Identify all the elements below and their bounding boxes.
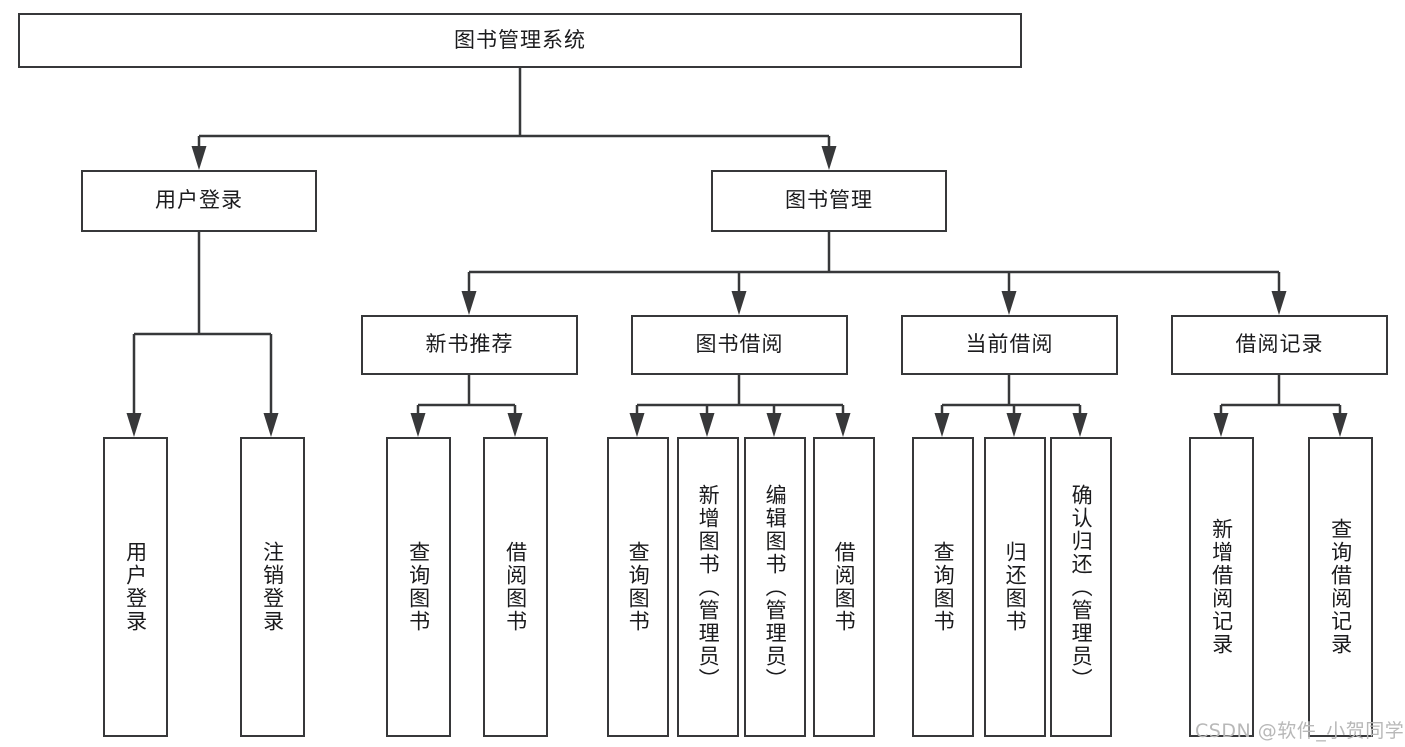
node-level3-3[interactable]: 借阅记录: [1171, 315, 1388, 375]
node-leaf-7[interactable]: 借阅图书: [813, 437, 875, 737]
node-leaf-2[interactable]: 查询图书: [386, 437, 451, 737]
arrowhead-group-0-0: [410, 413, 426, 437]
arrowhead-group-2-0: [934, 413, 950, 437]
node-root[interactable]: 图书管理系统: [18, 13, 1022, 68]
arrowhead-group-3-1: [1332, 413, 1348, 437]
node-level3-1[interactable]: 图书借阅: [631, 315, 848, 375]
watermark: CSDN @软件_小贺同学: [1195, 720, 1405, 742]
arrowhead-books-1: [731, 291, 747, 315]
node-leaf-11[interactable]: 新增借阅记录: [1189, 437, 1254, 737]
node-level2-0[interactable]: 用户登录: [81, 170, 317, 232]
arrowhead-group-0-1: [507, 413, 523, 437]
level3-label: 借阅记录: [1235, 332, 1324, 357]
node-leaf-6[interactable]: 编辑图书（管理员）: [744, 437, 806, 737]
level3-label: 新书推荐: [425, 332, 514, 357]
leaf-label: 查询图书: [626, 541, 651, 633]
leaf-label: 查询图书: [406, 541, 431, 633]
arrowhead-group-2-1: [1006, 413, 1022, 437]
arrowhead-books-0: [461, 291, 477, 315]
node-leaf-8[interactable]: 查询图书: [912, 437, 974, 737]
arrowhead-books-2: [1001, 291, 1017, 315]
level3-label: 当前借阅: [965, 332, 1054, 357]
root-label: 图书管理系统: [454, 27, 586, 52]
leaf-label: 新增借阅记录: [1209, 518, 1234, 656]
node-leaf-10[interactable]: 确认归还（管理员）: [1050, 437, 1112, 737]
arrowhead-group-1-1: [699, 413, 715, 437]
leaf-label: 归还图书: [1003, 541, 1028, 633]
leaf-label: 新增图书（管理员）: [696, 483, 721, 691]
node-level3-2[interactable]: 当前借阅: [901, 315, 1118, 375]
arrowhead-books-3: [1271, 291, 1287, 315]
arrowhead-login-1: [263, 413, 279, 437]
arrowhead-group-3-0: [1213, 413, 1229, 437]
leaf-label: 用户登录: [123, 541, 148, 633]
arrowhead-root-0: [191, 146, 207, 170]
arrowhead-group-1-0: [629, 413, 645, 437]
leaf-label: 注销登录: [260, 541, 285, 633]
node-leaf-1[interactable]: 注销登录: [240, 437, 305, 737]
node-leaf-12[interactable]: 查询借阅记录: [1308, 437, 1373, 737]
level2-label: 图书管理: [785, 188, 873, 213]
leaf-label: 查询图书: [931, 541, 956, 633]
arrowhead-group-2-2: [1072, 413, 1088, 437]
node-leaf-0[interactable]: 用户登录: [103, 437, 168, 737]
node-leaf-5[interactable]: 新增图书（管理员）: [677, 437, 739, 737]
leaf-label: 查询借阅记录: [1328, 518, 1353, 656]
arrowhead-login-0: [126, 413, 142, 437]
node-leaf-3[interactable]: 借阅图书: [483, 437, 548, 737]
level3-label: 图书借阅: [695, 332, 784, 357]
node-level2-1[interactable]: 图书管理: [711, 170, 947, 232]
node-level3-0[interactable]: 新书推荐: [361, 315, 578, 375]
leaf-label: 编辑图书（管理员）: [763, 483, 788, 691]
leaf-label: 借阅图书: [832, 541, 857, 633]
level2-label: 用户登录: [155, 188, 243, 213]
arrowhead-root-1: [821, 146, 837, 170]
leaf-label: 借阅图书: [503, 541, 528, 633]
leaf-label: 确认归还（管理员）: [1069, 483, 1094, 691]
node-leaf-9[interactable]: 归还图书: [984, 437, 1046, 737]
arrowhead-group-1-3: [835, 413, 851, 437]
node-leaf-4[interactable]: 查询图书: [607, 437, 669, 737]
arrowhead-group-1-2: [766, 413, 782, 437]
